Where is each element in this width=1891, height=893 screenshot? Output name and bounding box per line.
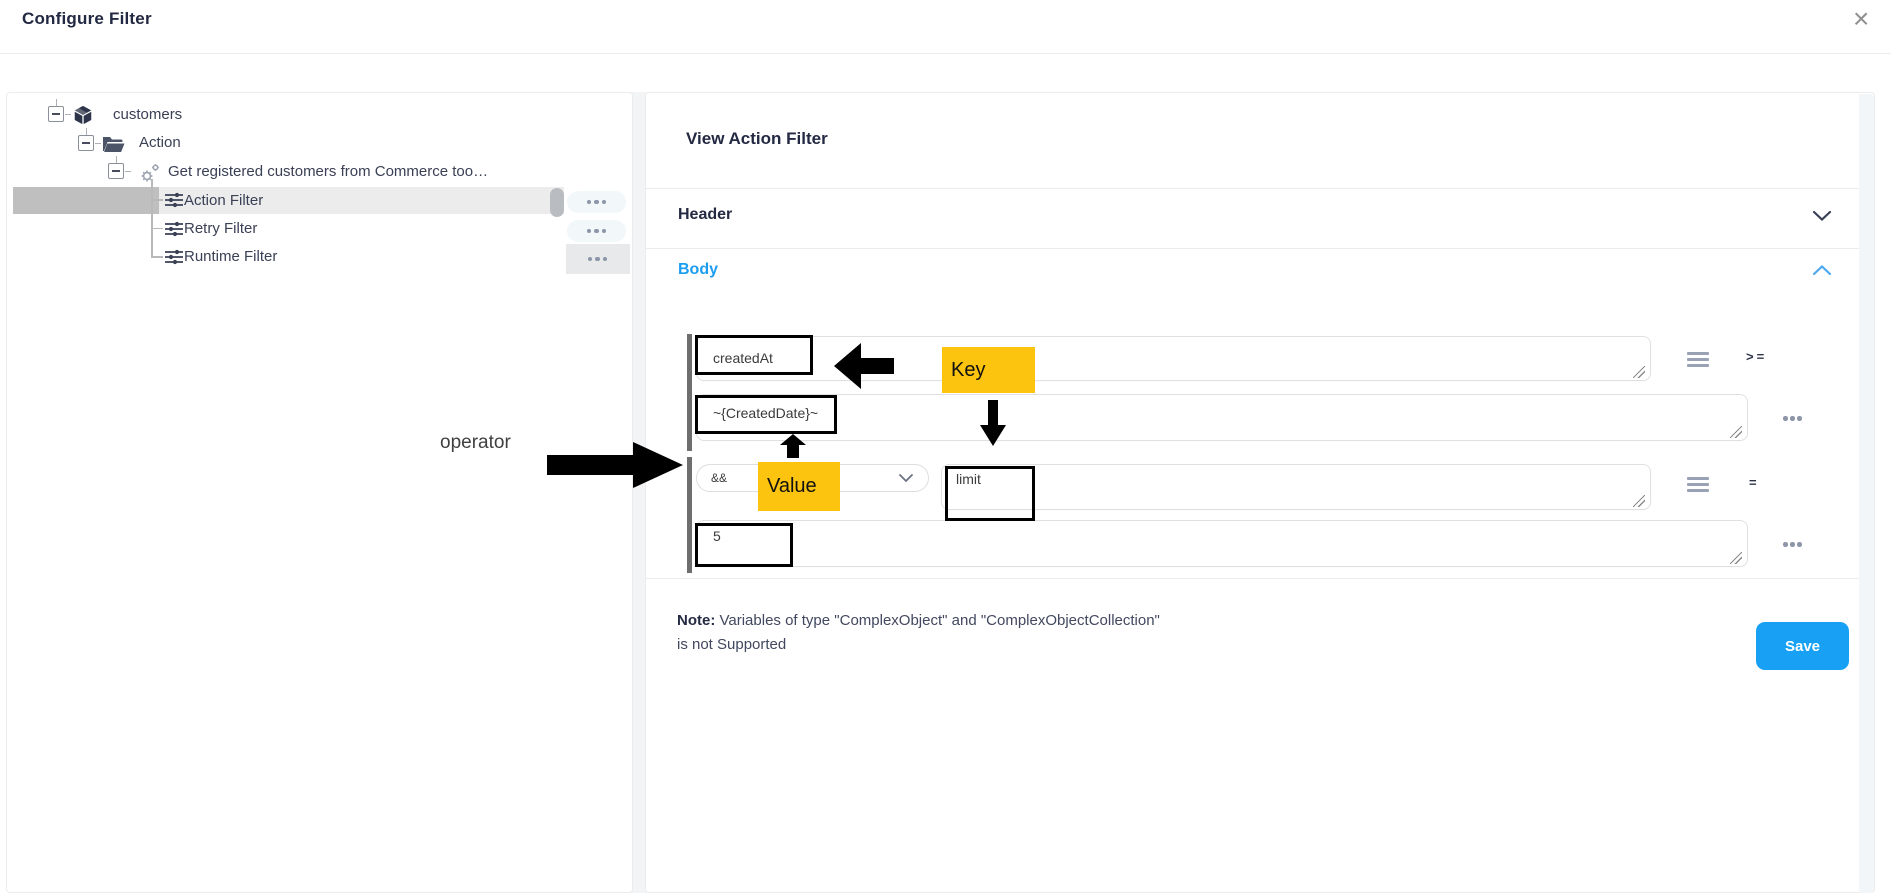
tree-connector <box>151 256 163 258</box>
chevron-down-icon[interactable] <box>1812 209 1832 227</box>
logical-operator-value: && <box>711 471 728 485</box>
condition-group-bar <box>687 457 692 573</box>
condition-2-menu[interactable] <box>1783 542 1802 547</box>
condition-1-key-input[interactable]: createdAt <box>696 336 1651 381</box>
tree-connector <box>115 156 117 163</box>
tree-item-customers[interactable]: customers <box>113 106 183 123</box>
note-line2: is not Supported <box>677 636 787 653</box>
chevron-up-icon[interactable] <box>1812 263 1832 281</box>
tree-connector <box>95 142 101 144</box>
row-menu-action-filter[interactable] <box>567 191 626 213</box>
sliders-icon <box>165 192 183 213</box>
tree-item-retry-filter[interactable]: Retry Filter <box>184 220 258 237</box>
panel-scrollbar-track[interactable] <box>1859 94 1874 893</box>
gears-icon <box>138 161 162 190</box>
sliders-icon <box>165 249 183 270</box>
condition-1-menu[interactable] <box>1783 416 1802 421</box>
header-divider <box>0 53 1891 54</box>
resize-grip-icon[interactable] <box>1633 366 1645 378</box>
tree-item-runtime-filter[interactable]: Runtime Filter <box>184 248 278 265</box>
panel-title: View Action Filter <box>686 129 828 148</box>
tree-item-action[interactable]: Action <box>139 134 181 151</box>
tree-panel: customers Action Get registered customer <box>6 92 633 893</box>
save-button[interactable]: Save <box>1756 622 1849 670</box>
tree-item-get-registered-customers[interactable]: Get registered customers from Commerce t… <box>168 163 489 180</box>
condition-2-value-input[interactable]: 5 <box>696 520 1748 567</box>
resize-grip-icon[interactable] <box>1633 495 1645 507</box>
note-prefix: Note: <box>677 612 716 629</box>
folder-open-icon <box>102 134 125 158</box>
logical-operator-select[interactable]: && <box>696 464 929 492</box>
sliders-icon <box>165 221 183 242</box>
tree-connector <box>151 227 163 229</box>
package-icon <box>72 104 94 131</box>
tree-scrollbar-thumb[interactable] <box>550 188 564 217</box>
chevron-down-icon <box>899 474 913 483</box>
condition-2-key-input[interactable]: limit <box>941 464 1651 510</box>
section-header-label[interactable]: Header <box>678 206 733 223</box>
condition-1-operator: >= <box>1746 349 1768 364</box>
note-text: Note: Variables of type "ComplexObject" … <box>677 609 1197 657</box>
row-menu-runtime-filter[interactable] <box>568 248 627 270</box>
tree-connector <box>85 128 87 135</box>
condition-2-operator: = <box>1749 475 1760 490</box>
section-body-label[interactable]: Body <box>678 261 718 278</box>
resize-grip-icon[interactable] <box>1730 552 1742 564</box>
divider <box>646 248 1874 249</box>
divider <box>646 188 1874 189</box>
tree-expander-action[interactable] <box>78 135 94 151</box>
drag-handle-icon[interactable] <box>1687 352 1709 367</box>
tree-expander-get-registered[interactable] <box>108 163 124 179</box>
tree-connector <box>151 179 153 257</box>
close-icon[interactable]: × <box>1853 3 1870 34</box>
condition-group-bar <box>687 334 692 451</box>
tree-item-action-filter[interactable]: Action Filter <box>184 192 264 209</box>
resize-grip-icon[interactable] <box>1730 426 1742 438</box>
note-line1: Variables of type "ComplexObject" and "C… <box>715 612 1160 629</box>
divider <box>646 578 1874 579</box>
tree-connector <box>65 113 71 115</box>
tree-connector <box>55 99 57 106</box>
tree-connector <box>125 170 131 172</box>
tree-expander-customers[interactable] <box>48 106 64 122</box>
tree-connector <box>151 199 163 201</box>
tree-selection-highlight-indent <box>13 187 159 214</box>
drag-handle-icon[interactable] <box>1687 477 1709 492</box>
filter-detail-panel: View Action Filter Header Body createdAt… <box>645 92 1875 893</box>
panel-gap <box>629 92 649 893</box>
row-menu-retry-filter[interactable] <box>567 220 626 242</box>
page-title: Configure Filter <box>22 9 152 28</box>
condition-1-value-input[interactable]: ~{CreatedDate}~ <box>696 394 1748 441</box>
